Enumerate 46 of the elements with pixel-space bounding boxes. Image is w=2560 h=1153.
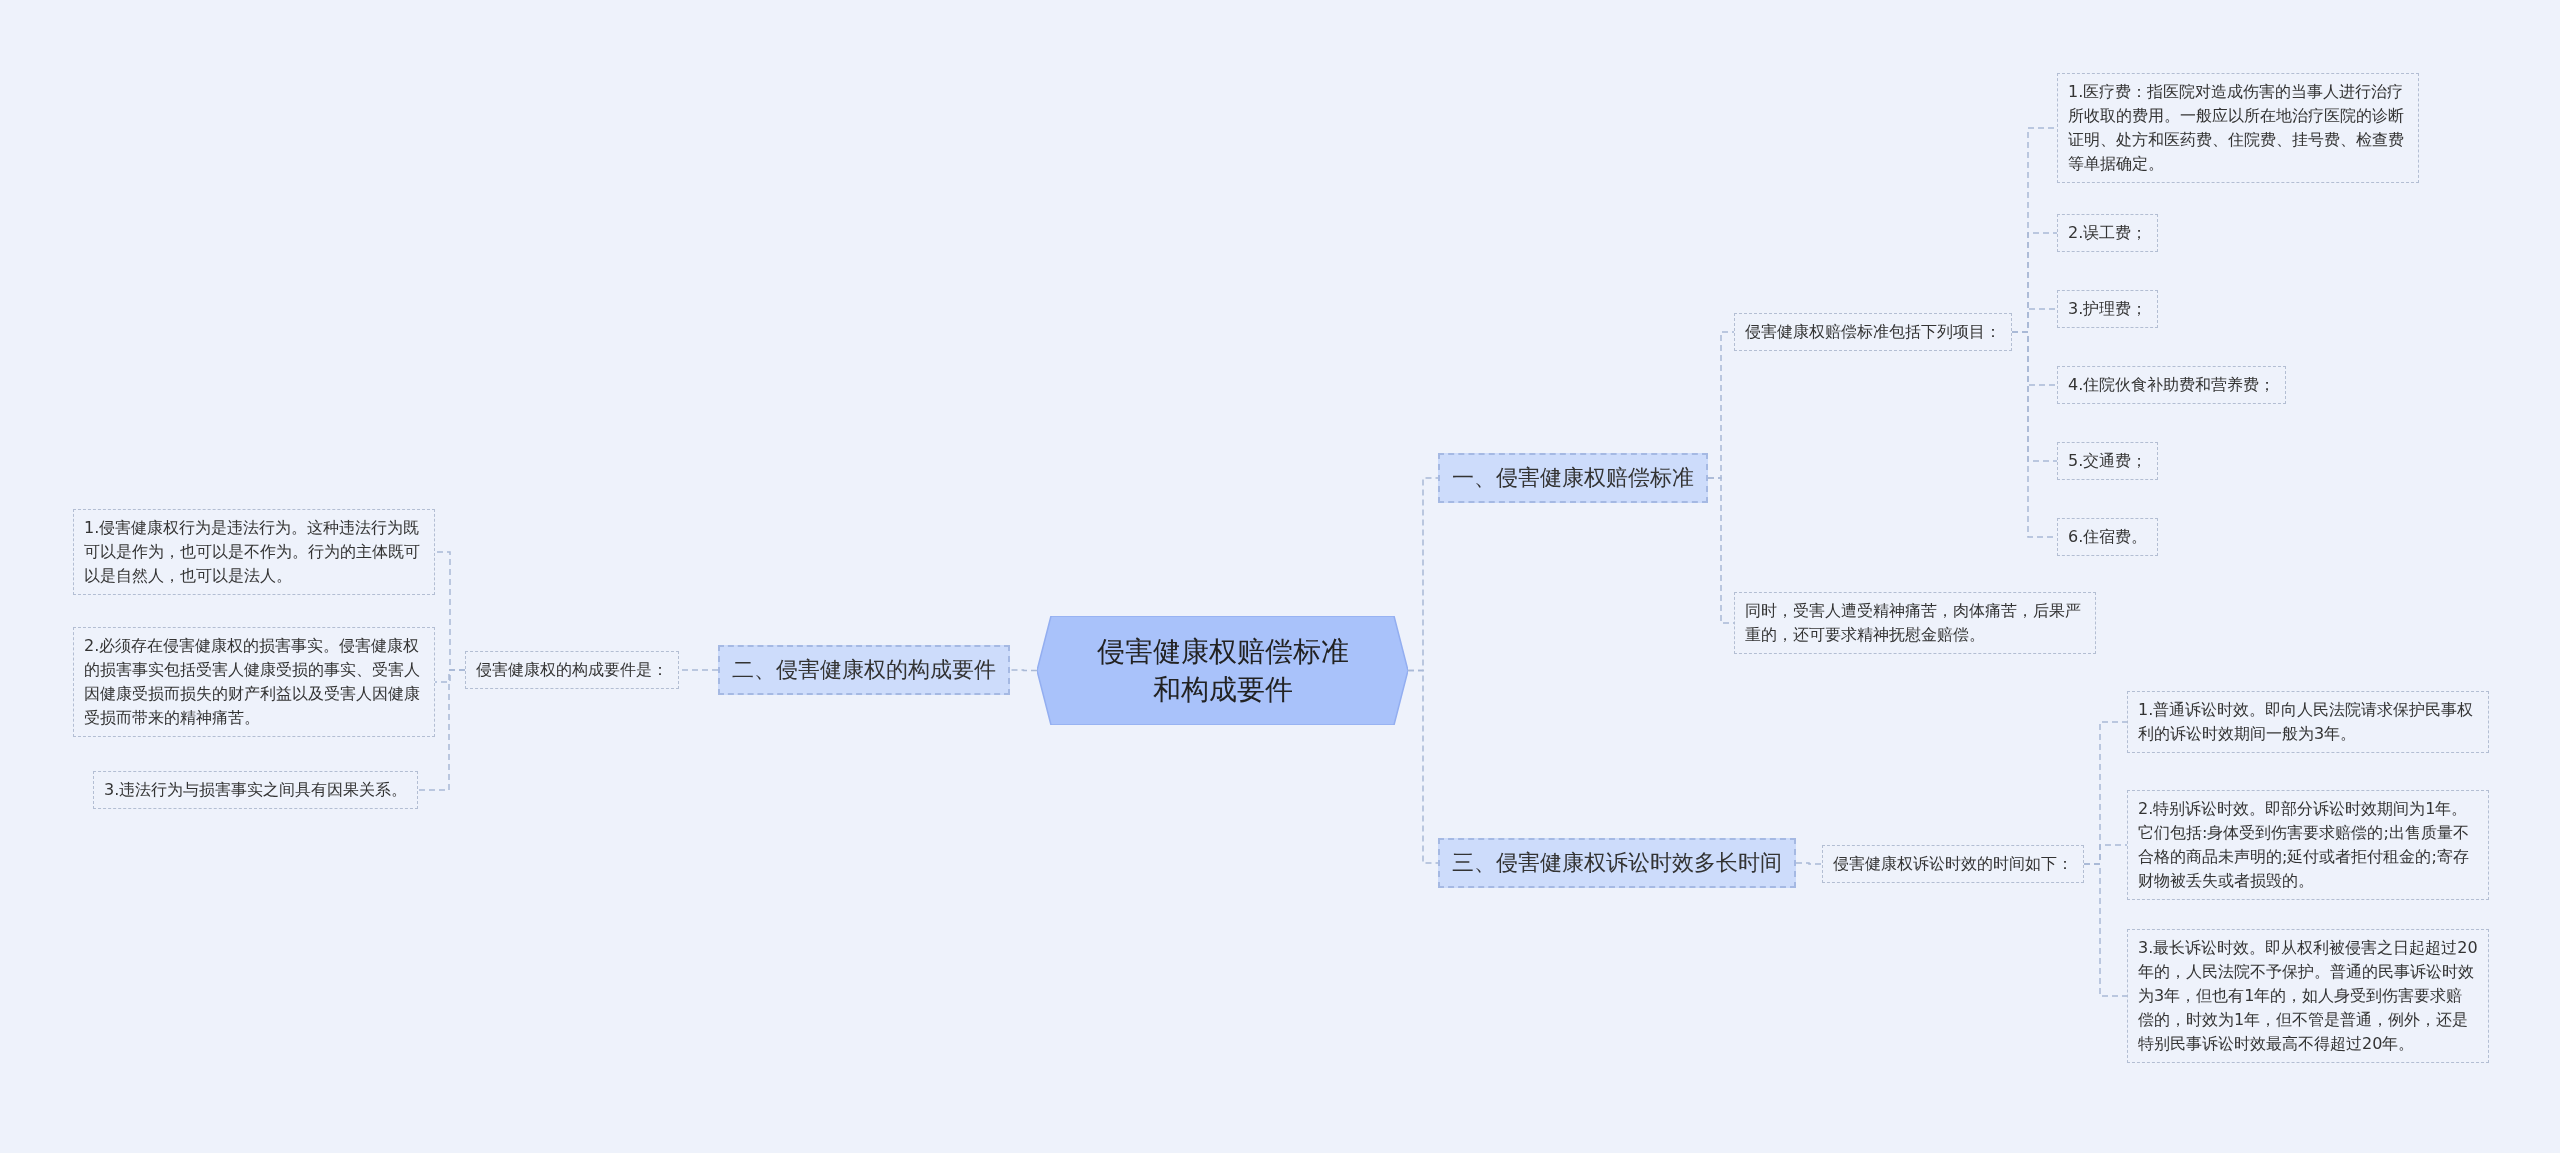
topic-text: 1.医疗费：指医院对造成伤害的当事人进行治疗所收取的费用。一般应以所在地治疗医院的诊断证明、处方和医药费、住院费、挂号费、检查费等单据确定。 (2068, 82, 2404, 173)
subtopic-box (1734, 592, 2096, 654)
subtopic-box (93, 771, 419, 809)
topic-text: 3.护理费； (2068, 299, 2148, 318)
topic-text: 侵害健康权赔偿标准和构成要件 (1095, 633, 1350, 708)
subtopic-box (2127, 929, 2489, 1063)
topic-text: 侵害健康权诉讼时效的时间如下： (1833, 854, 2073, 873)
topic-text: 1.普通诉讼时效。即向人民法院请求保护民事权利的诉讼时效期间一般为3年。 (2138, 700, 2474, 743)
subtopic-box (465, 651, 679, 689)
subtopic-box (1734, 313, 2012, 351)
connector-line (1795, 862, 1823, 865)
subtopic-box (73, 509, 435, 595)
topic-text: 2.特别诉讼时效。即部分诉讼时效期间为1年。它们包括:身体受到伤害要求赔偿的;出售质量不合格的商品未声明的;延付或者拒付租金的;寄存财物被丢失或者损毁的。 (2138, 799, 2469, 890)
subtopic-box (1822, 845, 2084, 883)
topic-text: 6.住宿费。 (2068, 527, 2148, 546)
topic-text: 2.必须存在侵害健康权的损害事实。侵害健康权的损害事实包括受害人健康受损的事实、受害人因健康受损而损失的财产利益以及受害人因健康受损而带来的精神痛苦。 (84, 636, 420, 727)
branch-topic-box (1438, 838, 1796, 888)
subtopic-box (73, 627, 435, 737)
branch-topic-box (718, 645, 1010, 695)
subtopic-box (2057, 73, 2419, 183)
topic-text: 二、侵害健康权的构成要件 (732, 657, 996, 682)
subtopic-box (2057, 366, 2287, 404)
subtopic-box (2127, 790, 2489, 900)
subtopic-box (2057, 518, 2159, 556)
topic-text: 2.误工费； (2068, 223, 2148, 242)
topic-text: 侵害健康权赔偿标准包括下列项目： (1745, 322, 2001, 341)
connector-line (1707, 477, 1735, 624)
topic-text: 同时，受害人遭受精神痛苦，肉体痛苦，后果严重的，还可要求精神抚慰金赔偿。 (1745, 601, 2081, 644)
connector-line (1407, 669, 1439, 864)
branch-topic-box (1438, 453, 1708, 503)
connector-line (1009, 669, 1038, 672)
topic-text: 侵害健康权的构成要件是： (476, 660, 668, 679)
subtopic-box (2057, 290, 2159, 328)
subtopic-box (2057, 214, 2159, 252)
topic-text: 一、侵害健康权赔偿标准 (1452, 465, 1694, 490)
subtopic-box (2127, 691, 2489, 753)
connector-line (2083, 863, 2128, 997)
central-topic-hexagon (1037, 616, 1408, 725)
topic-text: 三、侵害健康权诉讼时效多长时间 (1452, 850, 1782, 875)
connector-line (417, 669, 466, 791)
topic-text: 3.违法行为与损害事实之间具有因果关系。 (104, 780, 408, 799)
topic-text: 5.交通费； (2068, 451, 2148, 470)
topic-text: 1.侵害健康权行为是违法行为。这种违法行为既可以是作为，也可以是不作为。行为的主体既可以是自然人，也可以是法人。 (84, 518, 420, 585)
topic-text: 4.住院伙食补助费和营养费； (2068, 375, 2276, 394)
topic-text: 3.最长诉讼时效。即从权利被侵害之日起超过20年的，人民法院不予保护。普通的民事诉讼时效为3年，但也有1年的，如人身受到伤害要求赔偿的，时效为1年，但不管是普通，例外，还是特别民事诉讼时效最高不得超过20年。 (2138, 938, 2478, 1053)
subtopic-box (2057, 442, 2159, 480)
